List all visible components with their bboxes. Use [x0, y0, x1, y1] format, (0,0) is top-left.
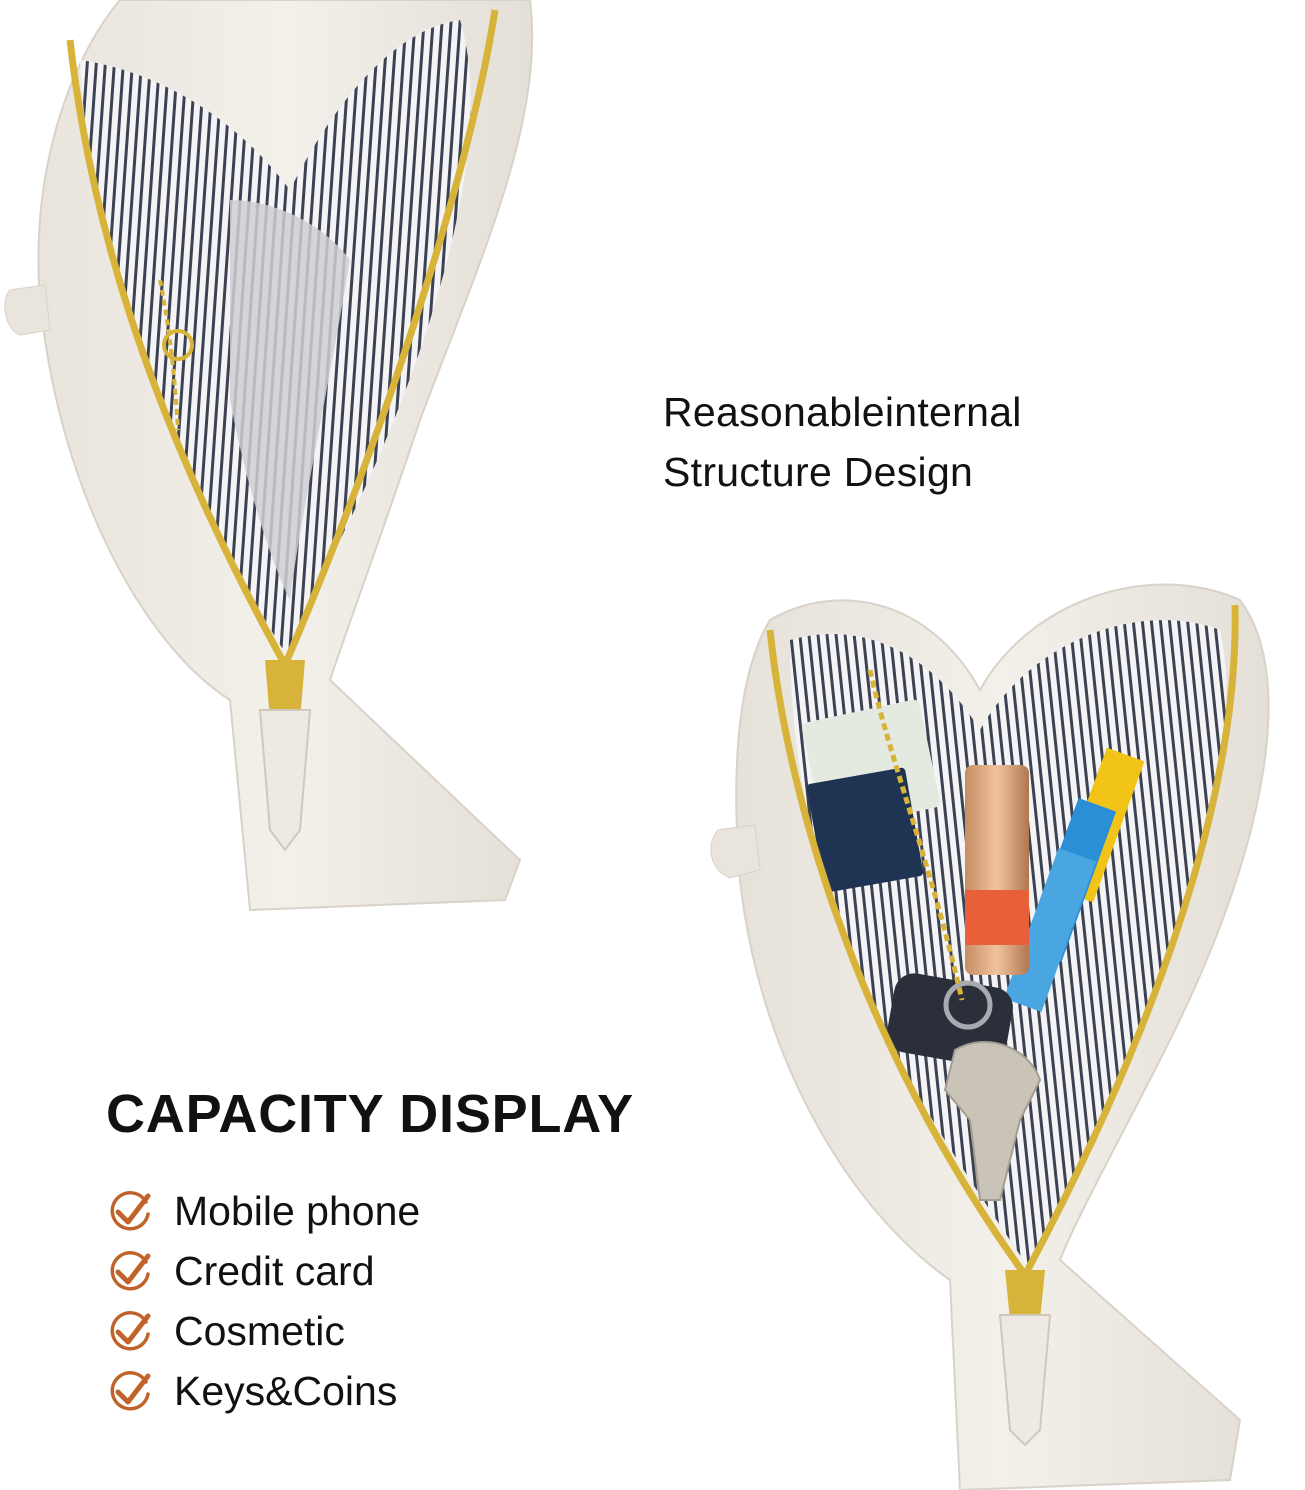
headline-line-2: Structure Design	[663, 449, 974, 495]
check-circle-icon	[110, 1311, 151, 1351]
list-item: Cosmetic	[106, 1306, 526, 1356]
check-circle-icon	[110, 1251, 151, 1291]
capacity-title: CAPACITY DISPLAY	[106, 1084, 634, 1144]
list-item: Keys&Coins	[106, 1366, 526, 1416]
capacity-item-label: Cosmetic	[174, 1308, 345, 1354]
capacity-item-label: Keys&Coins	[174, 1368, 398, 1414]
filled-bag-photo	[710, 583, 1270, 1490]
headline-line-1: Reasonableinternal	[663, 389, 1022, 435]
check-circle-icon	[110, 1371, 151, 1411]
structure-headline: Reasonableinternal Structure Design	[663, 382, 1022, 502]
list-item: Mobile phone	[106, 1186, 526, 1236]
capacity-item-label: Mobile phone	[174, 1188, 421, 1234]
empty-bag-photo	[4, 0, 534, 912]
list-item: Credit card	[106, 1246, 526, 1296]
capacity-item-label: Credit card	[174, 1248, 375, 1294]
check-circle-icon	[110, 1191, 151, 1231]
